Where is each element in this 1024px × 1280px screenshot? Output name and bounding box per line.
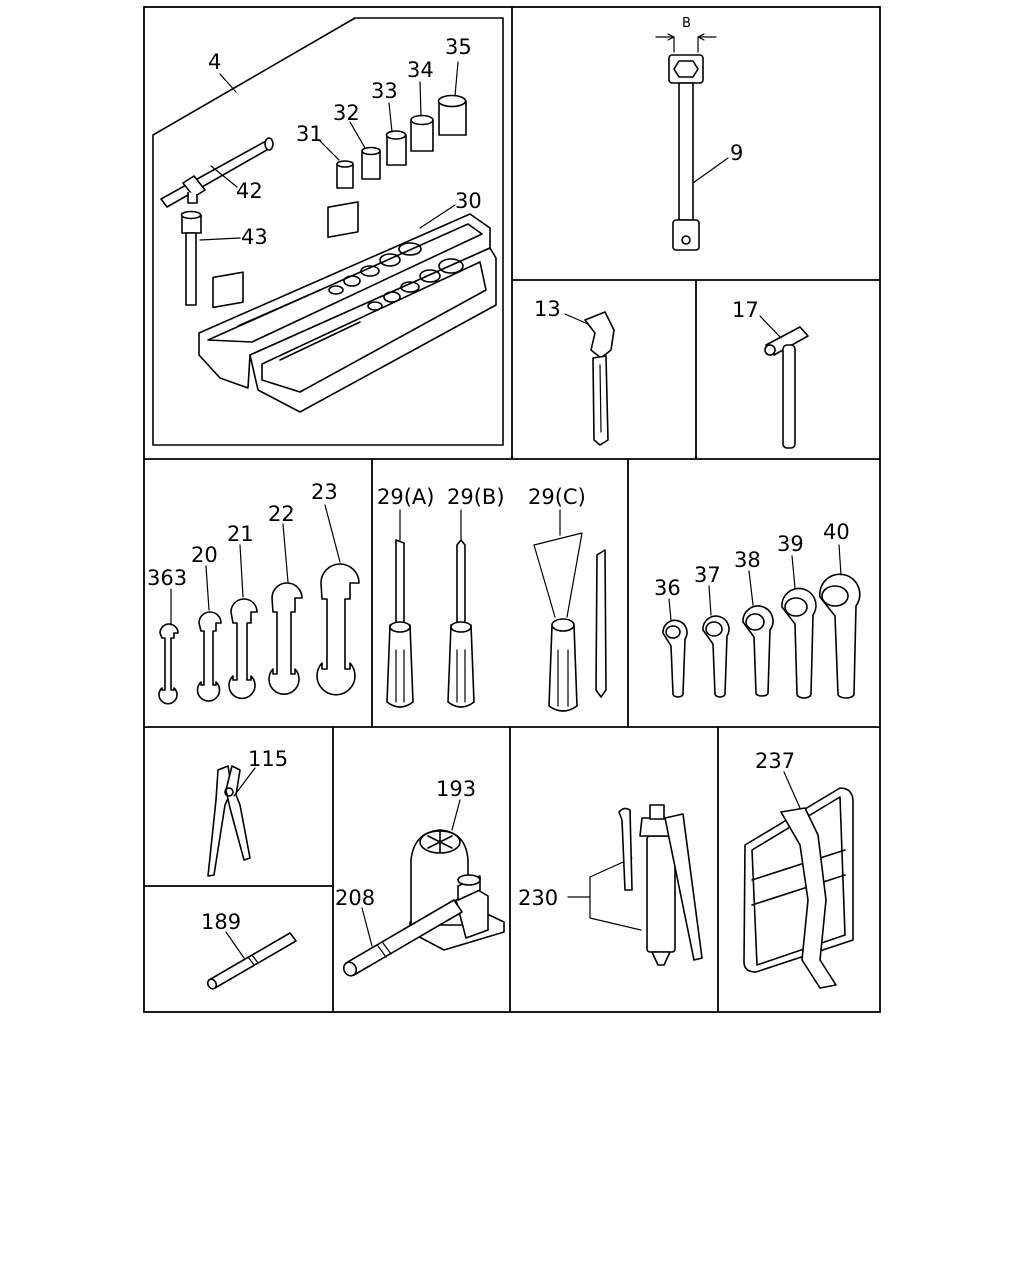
part-label-208: 208: [335, 886, 375, 910]
panel-screwdrivers: 29(A) 29(B) 29(C): [377, 485, 607, 712]
leader-189: [225, 931, 245, 959]
panel-bottle-jack: 193 208: [335, 777, 505, 977]
part-label-29a: 29(A): [377, 485, 434, 509]
screwdriver-29a: [386, 539, 414, 708]
part-label-237: 237: [755, 749, 795, 773]
part-label-13: 13: [534, 297, 561, 321]
leader-40: [838, 544, 842, 576]
open-end-wrench-21: [228, 598, 258, 700]
part-label-33: 33: [371, 79, 398, 103]
part-label-38: 38: [734, 548, 761, 572]
part-label-32: 32: [333, 101, 360, 125]
part-label-34: 34: [407, 58, 434, 82]
extension-bar: [180, 210, 202, 306]
part-label-22: 22: [268, 502, 295, 526]
socket-33: [385, 130, 407, 166]
part-label-39: 39: [777, 532, 804, 556]
leader-39: [791, 555, 796, 589]
diagram-frame: [143, 6, 881, 1013]
panel-pliers: 115: [207, 747, 288, 877]
panel-wheel-wrench: B 9: [655, 16, 743, 251]
part-label-31: 31: [296, 122, 323, 146]
leader-30: [419, 204, 456, 229]
part-label-43: 43: [241, 225, 268, 249]
panel-tool-bag: 237: [743, 749, 854, 989]
grease-gun-body: [639, 804, 703, 966]
leader-193: [451, 799, 461, 831]
part-label-36: 36: [654, 576, 681, 600]
leader-32: [349, 121, 366, 149]
leader-237: [783, 771, 801, 809]
part-label-9: 9: [730, 141, 743, 165]
leader-33: [388, 102, 393, 133]
tool-bag: [743, 787, 854, 989]
leader-31: [318, 139, 340, 161]
leader-38: [748, 570, 754, 606]
leader-35: [454, 61, 459, 97]
leader-42: [210, 165, 238, 188]
part-label-193: 193: [436, 777, 476, 801]
leader-37: [708, 585, 712, 616]
box-wrench-38: [742, 605, 774, 697]
socket-35: [437, 94, 467, 136]
part-label-21: 21: [227, 522, 254, 546]
leader-34: [419, 81, 422, 117]
leader-208: [361, 907, 373, 947]
box-wrench-40: [819, 573, 861, 699]
open-end-wrench-20: [196, 611, 222, 702]
part-label-42: 42: [236, 179, 263, 203]
part-label-29b: 29(B): [447, 485, 505, 509]
socket-34: [410, 114, 434, 152]
leader-43: [199, 237, 241, 241]
box-wrench-36: [662, 619, 688, 698]
part-label-115: 115: [248, 747, 288, 771]
tool-case: [198, 201, 497, 413]
grease-nozzle-tube: [618, 807, 633, 891]
part-label-20: 20: [191, 543, 218, 567]
part-label-37: 37: [694, 563, 721, 587]
panel-hammer: 17: [732, 298, 809, 449]
part-label-29c: 29(C): [528, 485, 586, 509]
panel-open-end-wrenches: 363 20 21 22 23: [147, 480, 360, 705]
part-label-363: 363: [147, 566, 187, 590]
screwdriver-29c-bit: [595, 549, 607, 698]
box-wrench-39: [781, 587, 817, 699]
socket-32: [361, 146, 381, 180]
part-label-230: 230: [518, 886, 558, 910]
part-label-35: 35: [445, 35, 472, 59]
screwdriver-29b: [447, 539, 475, 708]
screwdriver-29c-handle: [548, 618, 578, 712]
leader-22: [282, 523, 289, 583]
dimension-label-b: B: [682, 16, 691, 31]
leader-9: [692, 157, 729, 184]
part-label-17: 17: [732, 298, 759, 322]
open-end-wrench-23: [316, 563, 360, 696]
part-label-4: 4: [208, 50, 221, 74]
leader-4: [219, 73, 237, 93]
leader-20: [205, 565, 210, 611]
leader-13: [564, 313, 589, 325]
part-label-189: 189: [201, 910, 241, 934]
panel-grease-gun: 230: [518, 804, 703, 966]
open-end-wrench-22: [268, 582, 303, 695]
open-end-wrench-363: [158, 623, 179, 705]
panel-box-wrenches: 36 37 38 39 40: [654, 520, 861, 699]
panel-adjustable-wrench: 13: [534, 297, 615, 446]
leader-21: [239, 544, 244, 598]
panel-tool-kit: 4 42 43 31 32 33 34 35 30: [152, 17, 504, 446]
leader-115: [233, 767, 256, 797]
leader-36: [668, 598, 672, 621]
leader-17: [759, 315, 782, 339]
t-handle-wrench: [160, 137, 274, 208]
part-label-40: 40: [823, 520, 850, 544]
jack-handle: [342, 899, 463, 977]
part-label-23: 23: [311, 480, 338, 504]
socket-31: [336, 160, 354, 189]
leader-23: [324, 504, 341, 563]
panel-rod: 189: [201, 910, 297, 990]
box-wrench-37: [702, 615, 730, 698]
part-label-30: 30: [455, 189, 482, 213]
